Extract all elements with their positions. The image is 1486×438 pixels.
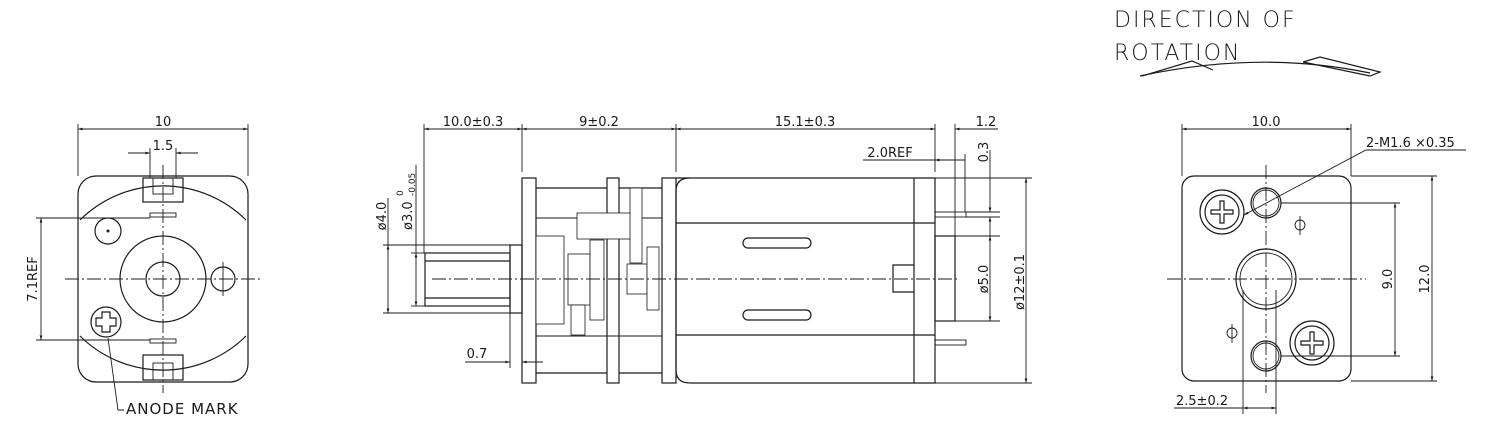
ref-dim: 2.0REF — [867, 146, 912, 161]
body-dia-dim: ø12±0.1 — [1013, 254, 1028, 310]
end-dim: 1.2 — [976, 115, 997, 130]
hole-spacing-dim: 9.0 — [1381, 269, 1396, 290]
rear-width-dim: 10.0 — [1252, 115, 1281, 130]
gear-train-icon — [535, 187, 660, 336]
rotation-arrow-icon — [1139, 56, 1382, 77]
motor-length-dim: 15.1±0.3 — [775, 115, 836, 130]
rotation-direction: DIRECTION OF ROTATION — [1114, 8, 1382, 77]
thread-callout: 2-M1.6 ×0.35 — [1366, 136, 1455, 151]
shaft-inner-tol-lower: -0.05 — [408, 173, 418, 196]
offset-dim: 2.5±0.2 — [1176, 394, 1228, 409]
screw-icon — [1289, 320, 1335, 366]
shaft-inner-tol-upper: 0 — [396, 190, 406, 196]
front-width-dim: 10 — [155, 115, 172, 130]
rear-height-dim: 12.0 — [1418, 265, 1433, 294]
terminal-dim: 0.3 — [977, 142, 992, 163]
anode-mark-label: ANODE MARK — [126, 400, 239, 418]
shaft-inner-dia-dim: ø3.0 — [401, 201, 416, 230]
shaft-outer-dia-dim: ø4.0 — [375, 202, 390, 231]
anode-screw-icon — [90, 306, 122, 338]
flange-gap-dim: 0.7 — [467, 347, 488, 362]
front-view: 10 1.5 7.1REF ANODE MARK — [26, 115, 262, 418]
shaft-length-dim: 10.0±0.3 — [443, 115, 504, 130]
rear-view: 10.0 2-M1.6 ×0.35 9.0 12.0 2.5±0.2 — [1167, 115, 1466, 414]
rotation-title-line1: DIRECTION OF — [1114, 8, 1297, 33]
side-view: 10.0±0.3 9±0.2 15.1±0.3 1.2 2.0REF 0.3 ø… — [375, 115, 1032, 384]
boss-dia-dim: ø5.0 — [977, 265, 992, 294]
rotation-title-line2: ROTATION — [1114, 41, 1241, 66]
front-height-ref-dim: 7.1REF — [26, 256, 41, 301]
front-tab-dim: 1.5 — [153, 139, 174, 154]
gearbox-length-dim: 9±0.2 — [579, 115, 619, 130]
screw-icon — [1199, 189, 1245, 235]
